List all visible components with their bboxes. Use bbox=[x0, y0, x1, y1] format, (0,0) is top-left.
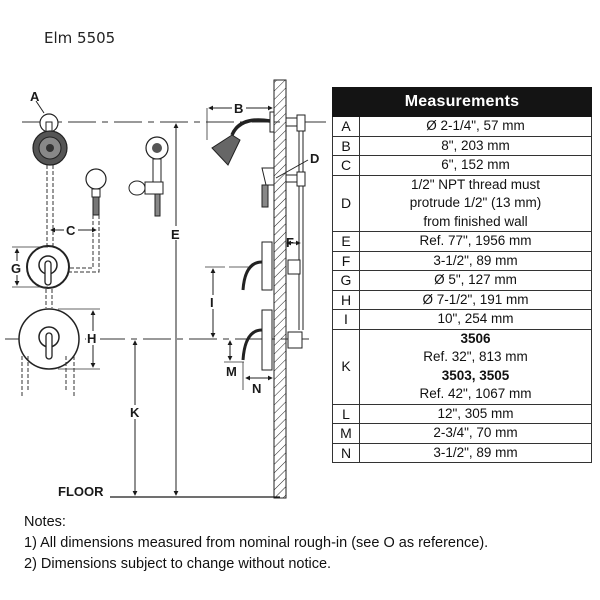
row-key: I bbox=[332, 309, 360, 330]
row-key: A bbox=[332, 116, 360, 137]
table-row: M 2-3/4", 70 mm bbox=[332, 423, 592, 444]
row-value: 10", 254 mm bbox=[359, 309, 592, 330]
label-g: G bbox=[11, 261, 21, 276]
row-key: D bbox=[332, 174, 360, 232]
table-row: D 1/2" NPT thread must protrude 1/2" (13 m… bbox=[332, 174, 592, 232]
row-value-line: Ref. 32", 813 mm bbox=[423, 349, 528, 364]
product-title: Elm 5505 bbox=[44, 29, 116, 47]
notes: Notes: 1) All dimensions measured from n… bbox=[24, 512, 488, 575]
row-value: 3-1/2", 89 mm bbox=[359, 442, 592, 463]
row-value-line: Ø 2-1/4", 57 mm bbox=[426, 118, 525, 133]
row-key: N bbox=[332, 442, 360, 463]
row-value: 8", 203 mm bbox=[359, 135, 592, 156]
row-key: C bbox=[332, 155, 360, 176]
showerhead-side bbox=[211, 111, 306, 176]
label-i: I bbox=[210, 295, 214, 310]
row-value: Ø 7-1/2", 191 mm bbox=[359, 289, 592, 310]
row-value: Ref. 77", 1956 mm bbox=[359, 231, 592, 252]
label-k: K bbox=[130, 405, 140, 420]
row-value-line: 3-1/2", 89 mm bbox=[433, 252, 518, 268]
row-value-line: 6", 152 mm bbox=[441, 157, 510, 172]
notes-heading: Notes: bbox=[24, 514, 66, 530]
row-value-line: protrude 1/2" (13 mm) bbox=[409, 195, 542, 210]
floor-label: FLOOR bbox=[58, 484, 104, 499]
row-value-line: 12", 305 mm bbox=[437, 405, 514, 421]
row-key: K bbox=[332, 328, 360, 405]
table-row: A Ø 2-1/4", 57 mm bbox=[332, 116, 592, 137]
label-b: B bbox=[234, 101, 243, 116]
label-e: E bbox=[171, 227, 180, 242]
diverter-valve-side bbox=[241, 241, 301, 291]
row-value: 12", 305 mm bbox=[359, 403, 592, 424]
row-value-line: Ref. 77", 1956 mm bbox=[419, 233, 532, 248]
table-row: I 10", 254 mm bbox=[332, 309, 592, 330]
row-value-line: Ø 5", 127 mm bbox=[434, 272, 517, 287]
measurements-table: Measurements A Ø 2-1/4", 57 mm B 8", 203 mm… bbox=[332, 87, 592, 463]
label-f: F bbox=[286, 235, 294, 250]
table-row: N 3-1/2", 89 mm bbox=[332, 442, 592, 463]
showerhead-front bbox=[32, 113, 68, 250]
main-valve-front bbox=[18, 308, 80, 398]
row-value-line: Ref. 42", 1067 mm bbox=[419, 386, 532, 401]
row-value-line: from finished wall bbox=[423, 213, 528, 229]
row-value: 6", 152 mm bbox=[359, 155, 592, 176]
main-valve-side bbox=[241, 309, 303, 371]
table-row: C 6", 152 mm bbox=[332, 155, 592, 176]
note-item: 1) All dimensions measured from nominal … bbox=[24, 535, 489, 551]
table-row: F 3-1/2", 89 mm bbox=[332, 250, 592, 271]
row-key: L bbox=[332, 403, 360, 424]
row-key: E bbox=[332, 231, 360, 252]
handshower-outlet-front bbox=[66, 168, 107, 273]
label-n: N bbox=[252, 381, 261, 396]
row-key: H bbox=[332, 289, 360, 310]
table-row: L 12", 305 mm bbox=[332, 403, 592, 424]
diverter-valve-front bbox=[26, 245, 70, 308]
handshower-supply-side bbox=[261, 167, 306, 330]
label-d: D bbox=[310, 151, 319, 166]
wall bbox=[273, 79, 287, 499]
row-value-line: Ø 7-1/2", 191 mm bbox=[422, 291, 529, 307]
rough-in-diagram: A B C D E F G H I K M N FLOOR bbox=[5, 79, 330, 499]
label-m: M bbox=[226, 364, 237, 379]
table-row: B 8", 203 mm bbox=[332, 135, 592, 156]
label-c: C bbox=[66, 223, 76, 238]
row-value: 2-3/4", 70 mm bbox=[359, 423, 592, 444]
row-value-line: 3503, 3505 bbox=[441, 367, 510, 383]
row-key: M bbox=[332, 423, 360, 444]
row-value: 3-1/2", 89 mm bbox=[359, 250, 592, 271]
row-value-line: 8", 203 mm bbox=[441, 137, 510, 153]
row-value: Ø 5", 127 mm bbox=[359, 270, 592, 291]
row-key: G bbox=[332, 270, 360, 291]
row-value-line: 10", 254 mm bbox=[437, 311, 514, 326]
table-row: H Ø 7-1/2", 191 mm bbox=[332, 289, 592, 310]
row-value: Ø 2-1/4", 57 mm bbox=[359, 116, 592, 137]
table-row: G Ø 5", 127 mm bbox=[332, 270, 592, 291]
row-value: 1/2" NPT thread must protrude 1/2" (13 mm… bbox=[359, 174, 592, 232]
note-item: 2) Dimensions subject to change without … bbox=[24, 556, 332, 572]
row-value-line: 3506 bbox=[460, 330, 491, 346]
row-value-line: 1/2" NPT thread must bbox=[410, 176, 541, 192]
handshower-front bbox=[128, 136, 169, 217]
label-h: H bbox=[87, 331, 96, 346]
row-key: F bbox=[332, 250, 360, 271]
row-value-line: 2-3/4", 70 mm bbox=[433, 425, 518, 440]
label-a: A bbox=[30, 89, 40, 104]
table-row: E Ref. 77", 1956 mm bbox=[332, 231, 592, 252]
row-value-line: 3-1/2", 89 mm bbox=[433, 444, 518, 460]
table-header: Measurements bbox=[332, 87, 592, 117]
row-key: B bbox=[332, 135, 360, 156]
